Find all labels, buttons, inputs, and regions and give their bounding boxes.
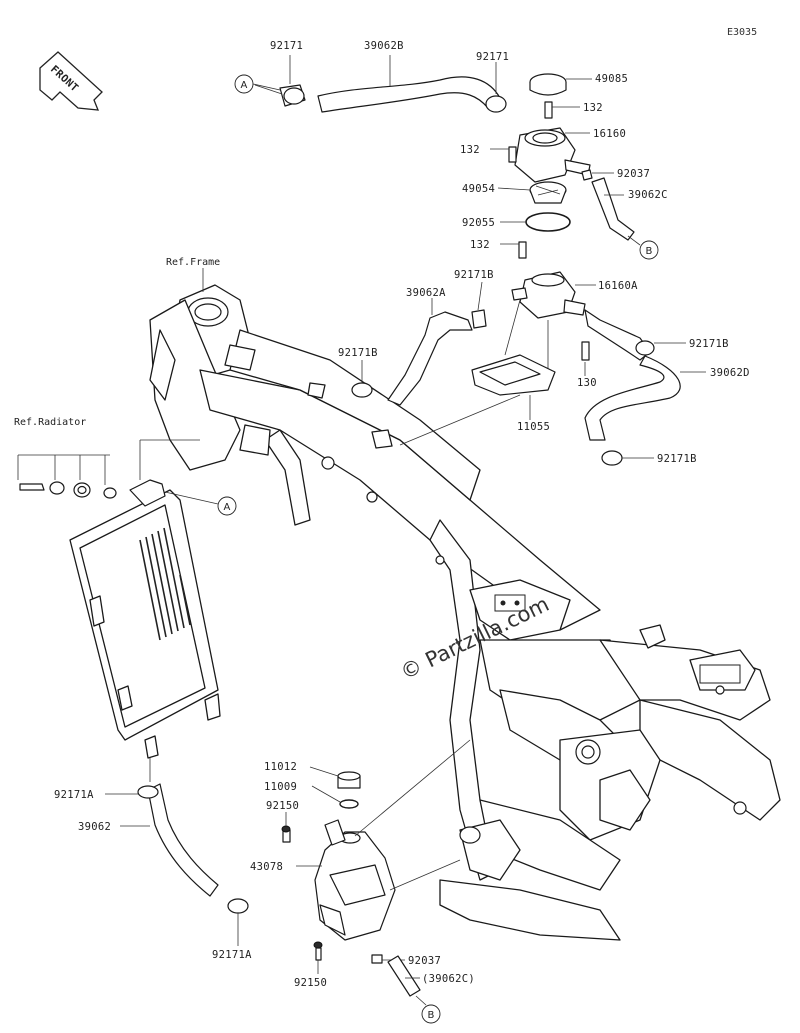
part-label: 132 [460, 144, 480, 156]
part-label: 92171A [54, 789, 94, 801]
reservoir-assembly [105, 739, 471, 1006]
part-label: 11055 [517, 421, 550, 433]
part-label: 11009 [264, 781, 297, 793]
part-label: 92037 [408, 955, 441, 967]
part-label: 92171 [270, 40, 303, 52]
svg-text:B: B [646, 246, 653, 257]
frame-drawing [149, 268, 781, 941]
part-label: 39062A [406, 287, 446, 299]
part-label: 11012 [264, 761, 297, 773]
part-label: 92171B [454, 269, 494, 281]
connector-a-radiator: A [217, 496, 237, 516]
part-label: 132 [583, 102, 603, 114]
upper-hose-assembly [254, 55, 706, 466]
diagram-code: E3035 [727, 27, 757, 38]
part-label: 92171B [338, 347, 378, 359]
part-label: 39062 [78, 821, 111, 833]
svg-text:B: B [428, 1010, 435, 1021]
connector-b-bottom: B [421, 1004, 441, 1024]
part-labels: 92171 39062B 92171 49085 132 16160 132 9… [54, 40, 750, 989]
radiator-drawing [17, 439, 221, 759]
connector-a-top: A [234, 74, 254, 94]
part-label: 39062C [628, 189, 668, 201]
part-label: 49085 [595, 73, 628, 85]
part-label: 39062B [364, 40, 404, 52]
svg-text:A: A [241, 80, 248, 91]
part-label: 92171B [657, 453, 697, 465]
connector-b-top: B [639, 240, 659, 260]
part-label: 92037 [617, 168, 650, 180]
part-label: 92171B [689, 338, 729, 350]
part-label: 43078 [250, 861, 283, 873]
svg-text:A: A [224, 502, 231, 513]
ref-radiator-label: Ref.Radiator [14, 417, 86, 428]
part-label: 16160A [598, 280, 638, 292]
part-label: (39062C) [422, 973, 475, 985]
part-label: 39062D [710, 367, 750, 379]
part-label: 132 [470, 239, 490, 251]
part-label: 92150 [294, 977, 327, 989]
part-label: 92150 [266, 800, 299, 812]
ref-frame-label: Ref.Frame [166, 257, 220, 268]
part-label: 16160 [593, 128, 626, 140]
front-arrow-icon: FRONT [39, 51, 103, 111]
part-label: 49054 [462, 183, 495, 195]
part-label: 92171A [212, 949, 252, 961]
part-label: 130 [577, 377, 597, 389]
part-label: 92055 [462, 217, 495, 229]
part-label: 92171 [476, 51, 509, 63]
